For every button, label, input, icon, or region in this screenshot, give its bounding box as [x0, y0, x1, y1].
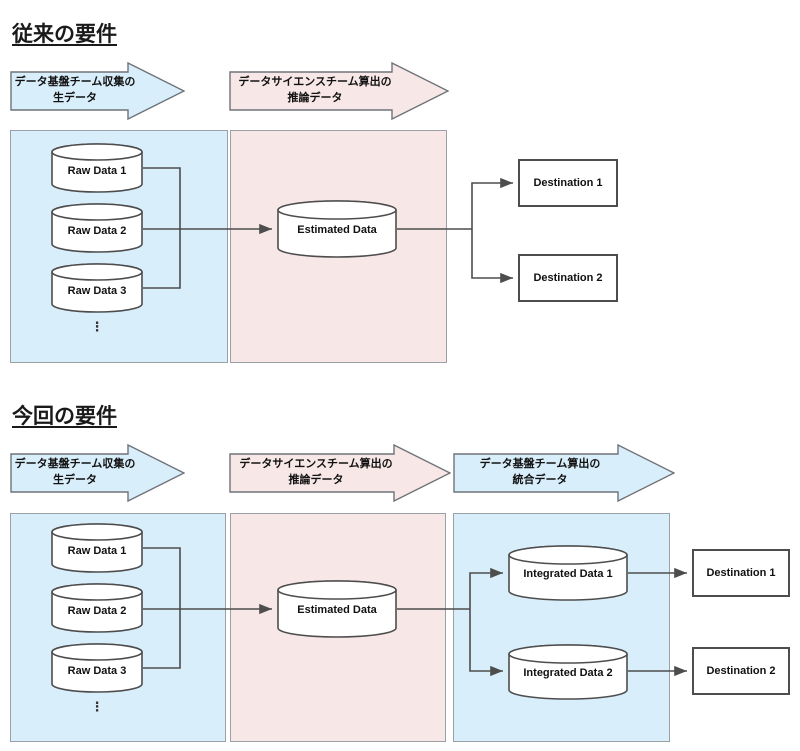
cylinder-label: Estimated Data — [297, 604, 377, 616]
cylinder-label: Raw Data 2 — [67, 605, 127, 617]
estimated-data-current: Estimated Data — [277, 580, 397, 638]
cylinder-estimated-data-current — [277, 580, 397, 638]
cylinder-label: Raw Data 2 — [67, 225, 127, 237]
destination-1-current: Destination 1 — [692, 549, 790, 597]
section-title-current: 今回の要件 — [12, 405, 117, 428]
cylinder-label: Raw Data 1 — [67, 545, 127, 557]
integrated-data-1: Integrated Data 1 — [508, 545, 628, 601]
raw-data-banner-label: データ基盤チーム収集の 生データ — [14, 458, 136, 486]
cylinder-raw-data-1-legacy — [51, 143, 143, 193]
integrated-data-banner-current: データ基盤チーム算出の 統合データ — [453, 444, 627, 502]
integrated-data-banner-arrow-current — [453, 444, 675, 502]
raw-data-1-legacy: Raw Data 1 — [51, 143, 143, 193]
cylinder-integrated-data-2 — [508, 644, 628, 700]
raw-data-2-legacy: Raw Data 2 — [51, 203, 143, 253]
cylinder-estimated-data-legacy — [277, 200, 397, 258]
cylinder-raw-data-2-legacy — [51, 203, 143, 253]
raw-data-banner-arrow-current — [10, 444, 185, 502]
destination-2-legacy: Destination 2 — [518, 254, 618, 302]
raw-data-1-current: Raw Data 1 — [51, 523, 143, 573]
cylinder-raw-data-1-current — [51, 523, 143, 573]
integrated-data-2: Integrated Data 2 — [508, 644, 628, 700]
raw-data-ellipsis-legacy: ⋮ — [90, 319, 104, 334]
cylinder-integrated-data-1 — [508, 545, 628, 601]
raw-data-ellipsis-current: ⋮ — [90, 699, 104, 714]
raw-data-3-current: Raw Data 3 — [51, 643, 143, 693]
inference-data-banner-label: データサイエンスチーム算出の 推論データ — [238, 76, 392, 104]
cylinder-label: Raw Data 1 — [67, 165, 127, 177]
inference-data-banner-legacy: データサイエンスチーム算出の 推論データ — [229, 62, 401, 120]
integrated-data-banner-label: データ基盤チーム算出の 統合データ — [479, 458, 601, 486]
estimated-data-legacy: Estimated Data — [277, 200, 397, 258]
cylinder-raw-data-3-current — [51, 643, 143, 693]
inference-data-banner-arrow-current — [229, 444, 451, 502]
destination-1-legacy: Destination 1 — [518, 159, 618, 207]
cylinder-label: Raw Data 3 — [67, 665, 127, 677]
raw-data-banner-legacy: データ基盤チーム収集の 生データ — [10, 62, 140, 120]
cylinder-raw-data-2-current — [51, 583, 143, 633]
inference-data-banner-arrow-legacy — [229, 62, 449, 120]
cylinder-label: Estimated Data — [297, 224, 377, 236]
raw-data-2-current: Raw Data 2 — [51, 583, 143, 633]
raw-data-banner-arrow-legacy — [10, 62, 185, 120]
cylinder-raw-data-3-legacy — [51, 263, 143, 313]
cylinder-label: Raw Data 3 — [67, 285, 127, 297]
section-title-legacy: 従来の要件 — [12, 23, 117, 46]
destination-2-current: Destination 2 — [692, 647, 790, 695]
raw-data-3-legacy: Raw Data 3 — [51, 263, 143, 313]
inference-data-banner-label: データサイエンスチーム算出の 推論データ — [239, 458, 393, 486]
cylinder-label: Integrated Data 2 — [523, 667, 613, 679]
raw-data-banner-current: データ基盤チーム収集の 生データ — [10, 444, 140, 502]
cylinder-label: Integrated Data 1 — [523, 568, 613, 580]
inference-data-banner-current: データサイエンスチーム算出の 推論データ — [229, 444, 403, 502]
raw-data-banner-label: データ基盤チーム収集の 生データ — [14, 76, 136, 104]
